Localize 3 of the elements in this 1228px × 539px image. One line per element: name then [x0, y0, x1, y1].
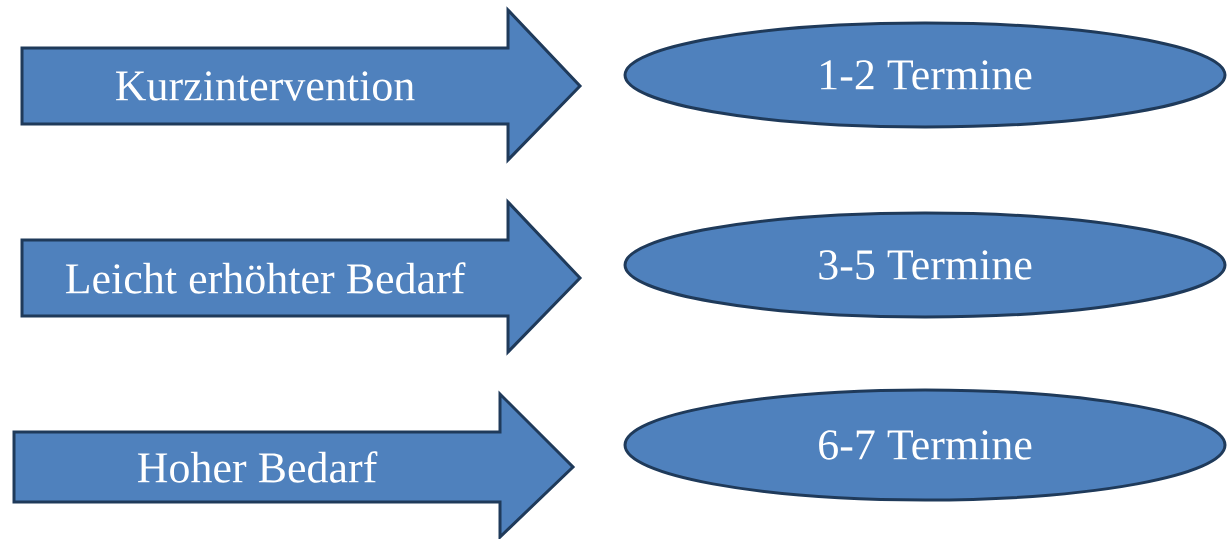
pointer-label: Leicht erhöhter Bedarf	[20, 198, 583, 356]
pointer-label: Kurzintervention	[20, 6, 583, 164]
pointer-label: Hoher Bedarf	[12, 390, 576, 539]
